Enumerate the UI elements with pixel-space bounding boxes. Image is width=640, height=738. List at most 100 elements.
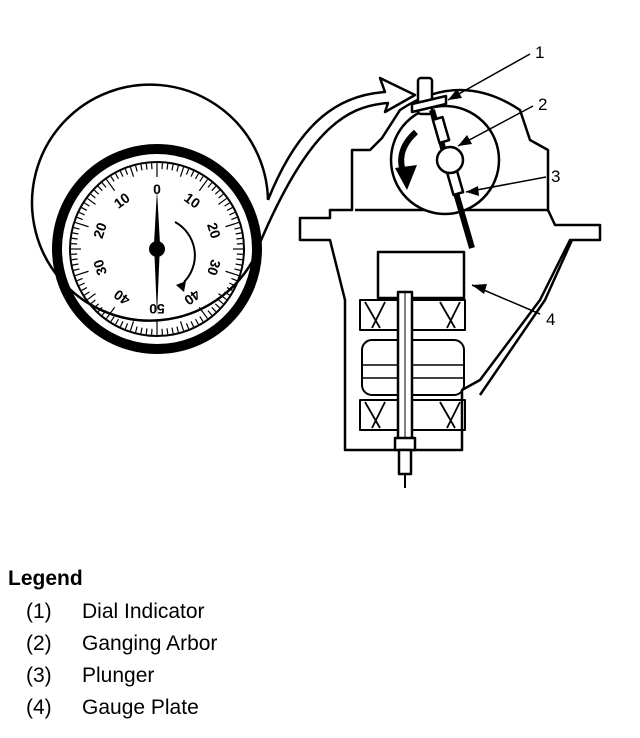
dial-tick	[90, 193, 96, 199]
dial-tick	[90, 299, 96, 305]
legend-item-label: Dial Indicator	[82, 600, 205, 623]
dial-tick	[73, 268, 80, 271]
legend-item-gauge-plate: (4) Gauge Plate	[8, 692, 217, 724]
dial-indicator-face: 0102030405040302010	[52, 144, 262, 354]
dial-tick	[75, 270, 89, 277]
dial-tick	[231, 277, 238, 282]
dial-tick-marks	[71, 163, 243, 335]
plunger	[429, 109, 475, 249]
dial-tick	[225, 221, 239, 228]
dial-tick	[81, 207, 88, 211]
dial-tick	[124, 323, 129, 330]
dial-needle-hub	[149, 241, 165, 257]
dial-tick	[231, 216, 238, 221]
dial-tick	[224, 202, 230, 207]
dial-tick	[176, 326, 179, 333]
dial-tick	[129, 167, 135, 177]
dial-tick	[73, 227, 80, 230]
dial-tick	[207, 310, 213, 316]
dial-tick	[179, 167, 185, 177]
dial-tick	[218, 193, 224, 199]
legend-item-plunger: (3) Plunger	[8, 660, 217, 692]
legend-item-number: (4)	[26, 696, 52, 719]
callout-3: 3	[551, 167, 560, 186]
dial-tick	[78, 282, 85, 287]
legend-item-ganging-arbor: (2) Ganging Arbor	[8, 628, 217, 660]
legend-item-number: (1)	[26, 600, 52, 623]
dial-tick	[76, 216, 83, 221]
dial-tick	[97, 306, 103, 313]
dial-scale-label: 30	[204, 258, 224, 278]
legend-item-label: Gauge Plate	[82, 696, 199, 719]
dial-scale-label: 30	[90, 257, 110, 277]
dial-tick	[75, 221, 89, 228]
dial-scale-label: 40	[181, 286, 203, 308]
legend: Legend (1) Dial Indicator (2) Ganging Ar…	[8, 566, 217, 724]
dial-scale-labels: 0102030405040302010	[90, 181, 224, 317]
dial-tick	[78, 211, 85, 216]
dial-tick	[236, 237, 243, 240]
dial-tick	[226, 207, 233, 211]
dial-tick	[87, 197, 96, 205]
dial-tick	[234, 227, 241, 230]
dial-scale-label: 10	[111, 189, 133, 211]
callout-1: 1	[535, 43, 544, 62]
dial-tick	[81, 287, 88, 291]
dial-tick	[218, 197, 227, 205]
dial-tick	[135, 165, 138, 172]
dial-tick	[71, 258, 78, 261]
dial-tick	[226, 287, 233, 291]
callout-arrowheads	[448, 89, 487, 294]
dial-tick	[129, 321, 135, 331]
dial-scale-label: 20	[90, 220, 110, 240]
dial-tick	[105, 179, 116, 192]
dial-tick	[97, 185, 103, 192]
dial-tick	[119, 170, 124, 177]
dial-tick	[190, 170, 195, 177]
dial-tick	[195, 318, 199, 325]
dial-rotation-arrow	[174, 221, 196, 283]
dial-indicator-stem	[410, 76, 448, 116]
dial-tick	[115, 318, 119, 325]
dial-tick	[140, 164, 143, 171]
dial-tick	[166, 328, 169, 335]
dial-tick	[105, 306, 116, 319]
dial-tick	[214, 189, 221, 195]
dial-tick	[135, 326, 138, 333]
dial-tick	[214, 303, 221, 309]
dial-tick	[190, 321, 195, 328]
dial-tick	[236, 258, 243, 261]
gauge-setup-diagram: 0102030405040302010	[30, 43, 602, 488]
dial-tick	[145, 328, 148, 335]
dial-tick	[198, 179, 209, 192]
dial-tick	[101, 182, 107, 188]
dial-tick	[185, 323, 190, 330]
dial-tick	[229, 282, 236, 287]
dial-tick	[115, 173, 119, 180]
dial-tick	[72, 232, 79, 235]
dial-tick	[199, 176, 204, 182]
dial-tick	[234, 268, 241, 271]
dial-tick	[218, 293, 227, 301]
dial-tick	[84, 291, 90, 296]
dial-tick	[199, 316, 204, 322]
dial-scale-label: 20	[204, 221, 224, 241]
gauge-plate	[376, 250, 466, 300]
dial-tick	[145, 163, 148, 170]
dial-tick	[93, 303, 100, 309]
magnifier-leader-arrow	[250, 76, 417, 263]
dial-tick	[179, 321, 185, 331]
dial-scale-label: 10	[181, 189, 203, 211]
dial-tick	[176, 165, 179, 172]
magnifier-outline	[30, 83, 270, 322]
dial-tick	[110, 176, 115, 182]
dial-tick	[198, 306, 209, 319]
dial-tick	[110, 316, 115, 322]
dial-tick	[211, 185, 217, 192]
dial-tick	[71, 237, 78, 240]
dial-tick	[171, 327, 174, 334]
dial-tick	[119, 321, 124, 328]
callout-2: 2	[538, 95, 547, 114]
legend-title: Legend	[8, 567, 83, 590]
legend-item-number: (2)	[26, 632, 52, 655]
